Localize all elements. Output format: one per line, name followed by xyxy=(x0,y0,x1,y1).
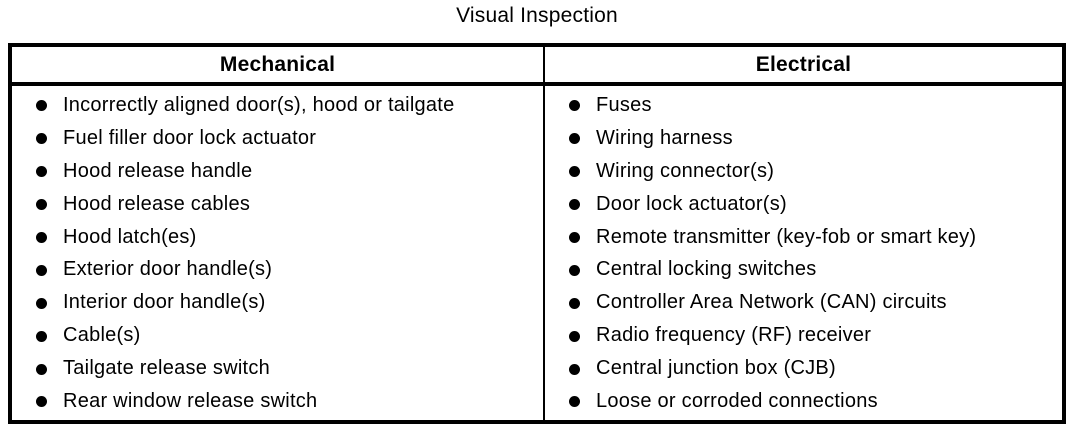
bullet-icon xyxy=(569,232,580,243)
list-item: Radio frequency (RF) receiver xyxy=(569,319,1058,352)
bullet-icon xyxy=(569,199,580,211)
column-header-electrical: Electrical xyxy=(755,52,852,76)
list-item: Central locking switches xyxy=(569,253,1058,286)
bullet-icon xyxy=(36,363,47,375)
list-item-label: Exterior door handle(s) xyxy=(63,258,273,281)
bullet-icon xyxy=(36,330,47,342)
list-item: Rear window release switch xyxy=(36,385,539,418)
list-item: Incorrectly aligned door(s), hood or tai… xyxy=(36,89,539,122)
list-item: Hood release handle xyxy=(36,155,539,188)
list-item-label: Wiring connector(s) xyxy=(596,159,775,182)
bullet-icon xyxy=(569,100,580,112)
list-item: Tailgate release switch xyxy=(36,352,539,385)
bullet-icon xyxy=(569,264,580,276)
list-item: Central junction box (CJB) xyxy=(569,352,1058,385)
bullet-icon xyxy=(569,363,580,375)
list-item-label: Controller Area Network (CAN) circuits xyxy=(596,291,947,314)
list-item-label: Interior door handle(s) xyxy=(63,291,266,314)
bullet-icon xyxy=(36,264,47,276)
list-item: Hood latch(es) xyxy=(36,221,539,254)
bullet-icon xyxy=(36,100,47,112)
list-item: Exterior door handle(s) xyxy=(36,253,539,286)
page-title: Visual Inspection xyxy=(456,4,618,27)
visual-inspection-table: Mechanical Electrical Incorrectly aligne… xyxy=(8,43,1066,424)
bullet-icon xyxy=(569,133,580,145)
list-item: Loose or corroded connections xyxy=(569,385,1058,418)
list-item-label: Hood latch(es) xyxy=(63,225,197,248)
list-item: Fuel filler door lock actuator xyxy=(36,122,539,155)
bullet-icon xyxy=(569,297,580,309)
bullet-icon xyxy=(569,166,580,178)
bullet-icon xyxy=(36,396,47,408)
bullet-icon xyxy=(36,232,47,243)
list-item: Wiring connector(s) xyxy=(569,155,1058,188)
mechanical-cell: Incorrectly aligned door(s), hood or tai… xyxy=(12,86,545,420)
list-item: Door lock actuator(s) xyxy=(569,188,1058,221)
bullet-icon xyxy=(36,297,47,309)
list-item-label: Fuel filler door lock actuator xyxy=(63,126,317,149)
list-item-label: Door lock actuator(s) xyxy=(596,192,787,215)
table-body-row: Incorrectly aligned door(s), hood or tai… xyxy=(12,86,1062,420)
list-item-label: Rear window release switch xyxy=(63,389,318,412)
list-item-label: Fuses xyxy=(596,93,652,116)
list-item-label: Wiring harness xyxy=(596,126,733,149)
list-item: Interior door handle(s) xyxy=(36,286,539,319)
list-item-label: Remote transmitter (key-fob or smart key… xyxy=(596,225,977,248)
bullet-icon xyxy=(569,330,580,342)
list-item: Wiring harness xyxy=(569,122,1058,155)
list-item-label: Cable(s) xyxy=(63,324,141,347)
column-header-mechanical: Mechanical xyxy=(12,47,545,82)
list-item-label: Loose or corroded connections xyxy=(596,389,878,412)
list-item-label: Hood release handle xyxy=(63,159,253,182)
bullet-icon xyxy=(36,199,47,211)
list-item: Remote transmitter (key-fob or smart key… xyxy=(569,221,1058,254)
electrical-list: Fuses Wiring harness Wiring connector(s)… xyxy=(545,86,1062,418)
list-item: Hood release cables xyxy=(36,188,539,221)
electrical-cell: Fuses Wiring harness Wiring connector(s)… xyxy=(545,86,1062,420)
list-item: Cable(s) xyxy=(36,319,539,352)
list-item: Fuses xyxy=(569,89,1058,122)
list-item-label: Radio frequency (RF) receiver xyxy=(596,324,872,347)
bullet-icon xyxy=(569,396,580,408)
bullet-icon xyxy=(36,133,47,145)
table-header-row: Mechanical Electrical xyxy=(12,47,1062,86)
mechanical-list: Incorrectly aligned door(s), hood or tai… xyxy=(12,86,543,418)
list-item-label: Tailgate release switch xyxy=(63,357,270,380)
bullet-icon xyxy=(36,166,47,178)
list-item-label: Incorrectly aligned door(s), hood or tai… xyxy=(63,93,455,116)
list-item-label: Central locking switches xyxy=(596,258,817,281)
list-item-label: Hood release cables xyxy=(63,192,251,215)
list-item: Controller Area Network (CAN) circuits xyxy=(569,286,1058,319)
list-item-label: Central junction box (CJB) xyxy=(596,357,836,380)
